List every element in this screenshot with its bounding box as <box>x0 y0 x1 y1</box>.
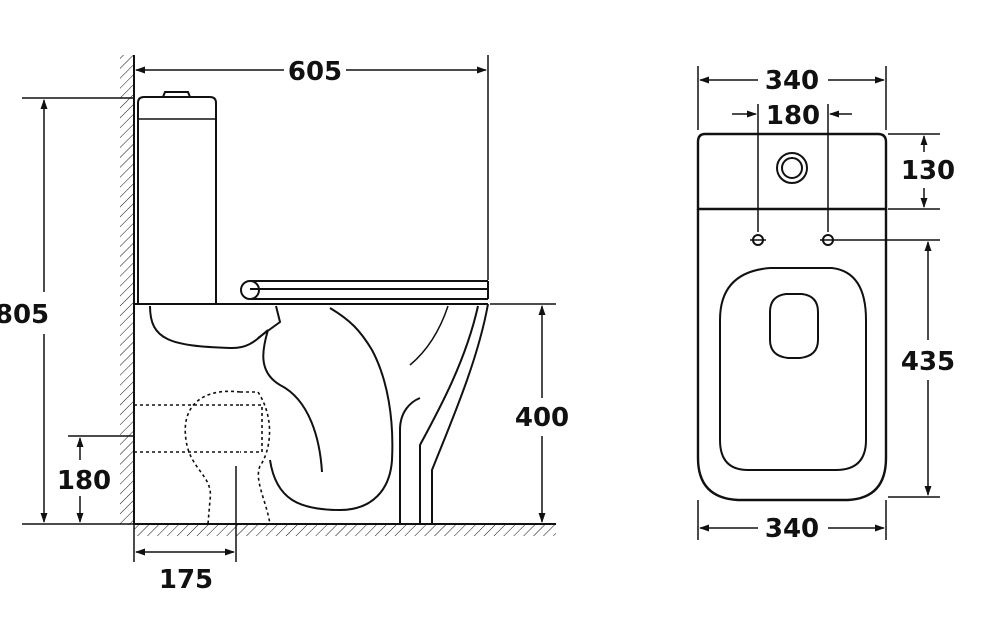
label-outlet-height: 180 <box>57 466 111 496</box>
top-view: 340 180 130 435 340 <box>696 66 955 544</box>
dim-340-bottom <box>697 500 887 540</box>
bowl-opening <box>769 293 819 359</box>
wall-hatch <box>120 55 134 525</box>
label-cistern-depth: 130 <box>901 156 955 186</box>
cistern-side <box>137 91 217 305</box>
label-outlet-setback: 175 <box>159 565 213 595</box>
dim-400 <box>490 303 556 523</box>
dim-340-top <box>697 66 887 130</box>
label-bowl-length: 435 <box>901 347 955 377</box>
dim-175 <box>133 466 237 562</box>
dim-605 <box>133 55 489 280</box>
floor-hatch <box>134 524 556 536</box>
cistern-top <box>696 132 888 211</box>
label-overall-height: 805 <box>0 300 49 330</box>
fixing-hole-right-icon <box>820 234 836 246</box>
label-hole-spacing: 180 <box>766 101 820 131</box>
flush-button-icon <box>776 152 808 184</box>
label-top-width: 340 <box>765 66 819 96</box>
trap-dashed <box>134 390 271 525</box>
bowl-top-outline <box>696 209 888 502</box>
dim-435 <box>836 239 940 498</box>
side-view: 605 805 400 180 175 <box>0 55 569 595</box>
bowl-side <box>149 303 489 524</box>
label-overall-depth: 605 <box>288 57 342 87</box>
seat-side <box>134 280 489 305</box>
seat-top <box>719 267 867 471</box>
label-seat-height: 400 <box>515 403 569 433</box>
dim-805 <box>22 97 134 525</box>
fixing-hole-left-icon <box>750 234 766 246</box>
label-bottom-width: 340 <box>765 514 819 544</box>
dim-180-outlet <box>68 435 134 523</box>
dim-130 <box>888 133 940 210</box>
